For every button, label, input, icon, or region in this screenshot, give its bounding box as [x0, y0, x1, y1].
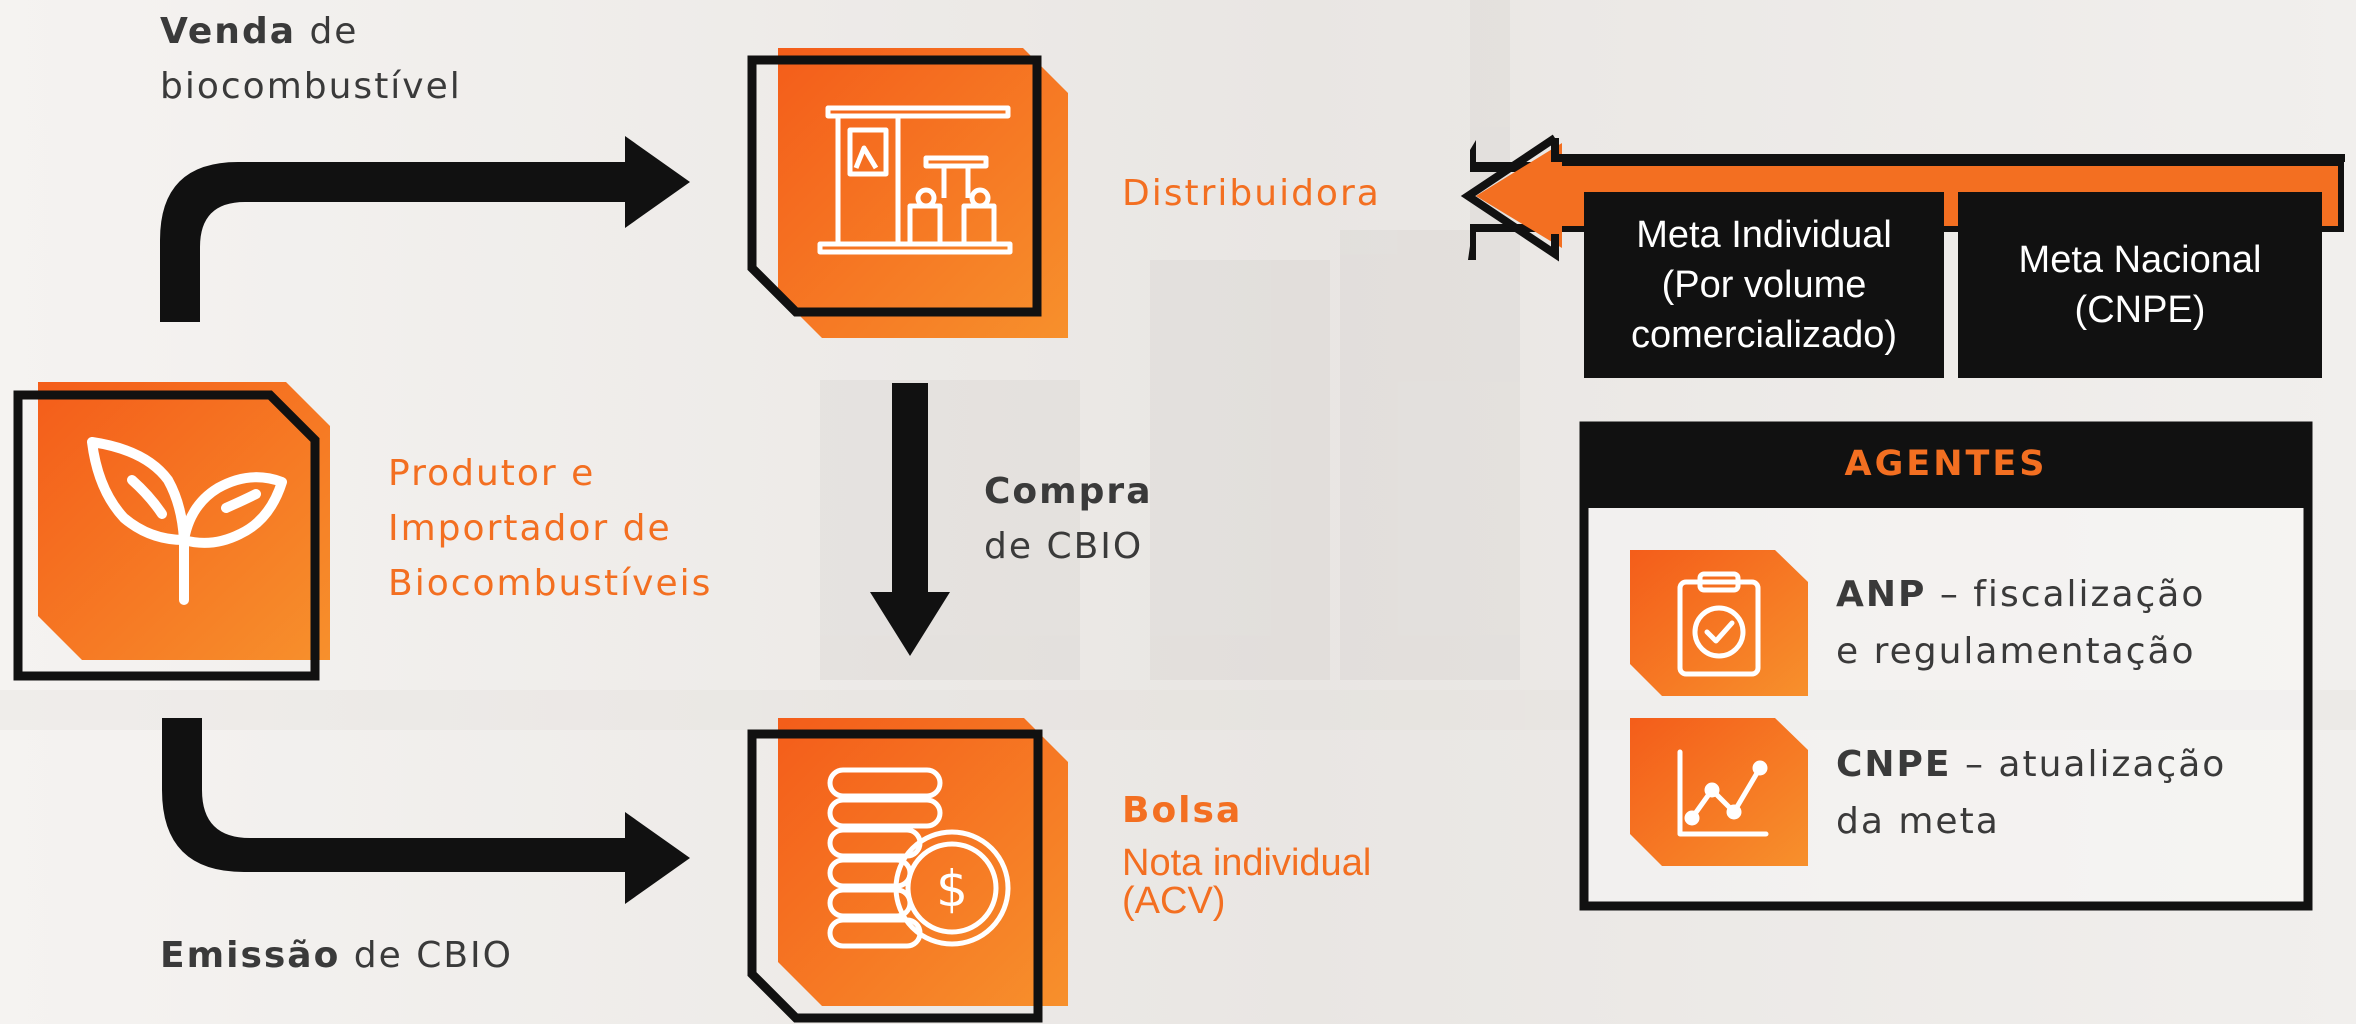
meta-individual-line1: Meta Individual [1636, 214, 1892, 256]
edge-label-compra-bold: Compra [984, 471, 1153, 512]
agentes-title: AGENTES [1844, 444, 2048, 484]
edge-label-compra-rest: de CBIO [984, 526, 1144, 567]
agent-anp-rest1: – fiscalização [1926, 574, 2206, 615]
clipboard-check-icon [1677, 571, 1761, 677]
agent-cnpe-rest2: da meta [1836, 801, 2000, 842]
node-bolsa-shape [747, 718, 1068, 1023]
agent-cnpe-rest1: – atualização [1951, 744, 2227, 785]
node-bolsa-line1: Nota individual [1122, 842, 1372, 884]
edge-label-venda-rest: de [296, 11, 359, 52]
coins-dollar-icon: $ [827, 767, 1011, 949]
node-distribuidora-label: Distribuidora [1122, 173, 1381, 214]
meta-nacional-box: Meta Nacional (CNPE) [1958, 192, 2322, 378]
node-bolsa-title: Bolsa [1122, 790, 1243, 831]
agent-cnpe-bold: CNPE [1836, 744, 1952, 785]
edge-label-compra: Compra de CBIO [984, 464, 1152, 574]
agentes-panel-shape [1579, 421, 2313, 911]
node-produtor-line3: Biocombustíveis [388, 563, 713, 604]
agent-anp-bold: ANP [1836, 574, 1927, 615]
edge-label-venda-line2: biocombustível [160, 66, 462, 107]
meta-nacional-line2: (CNPE) [2074, 289, 2206, 331]
meta-nacional-line1: Meta Nacional [2018, 239, 2262, 281]
node-bolsa-line2: (ACV) [1122, 880, 1226, 922]
edge-label-emissao: Emissão de CBIO [160, 928, 513, 983]
node-produtor-line1: Produtor e [388, 453, 596, 494]
meta-individual-line3: comercializado) [1630, 314, 1898, 356]
node-produtor-shape [13, 382, 330, 681]
sprout-icon [87, 437, 287, 605]
edge-label-emissao-rest: de CBIO [340, 935, 514, 976]
node-distribuidora-shape [747, 48, 1068, 338]
background-silhouettes [820, 0, 1520, 680]
svg-text:$: $ [936, 860, 968, 918]
edge-label-emissao-bold: Emissão [160, 935, 341, 976]
meta-individual-line2: (Por volume [1661, 264, 1867, 306]
arrow-compra [870, 383, 950, 656]
line-chart-icon [1677, 749, 1769, 837]
agent-anp-rest2: e regulamentação [1836, 631, 2196, 672]
node-produtor-line2: Importador de [388, 508, 672, 549]
edge-label-venda-bold: Venda [160, 11, 296, 52]
edge-label-venda: Venda de biocombustível [160, 4, 462, 114]
agent-item-cnpe: CNPE – atualização da meta [1836, 736, 2226, 850]
arrow-venda [160, 136, 690, 322]
node-bolsa-label: Bolsa Nota individual (ACV) [1122, 790, 1372, 922]
arrow-emissao [162, 718, 690, 904]
gas-station-icon [817, 105, 1013, 255]
node-produtor-label: Produtor e Importador de Biocombustíveis [388, 446, 712, 611]
agent-item-anp: ANP – fiscalização e regulamentação [1836, 566, 2205, 680]
meta-individual-box: Meta Individual (Por volume comercializa… [1584, 192, 1944, 378]
